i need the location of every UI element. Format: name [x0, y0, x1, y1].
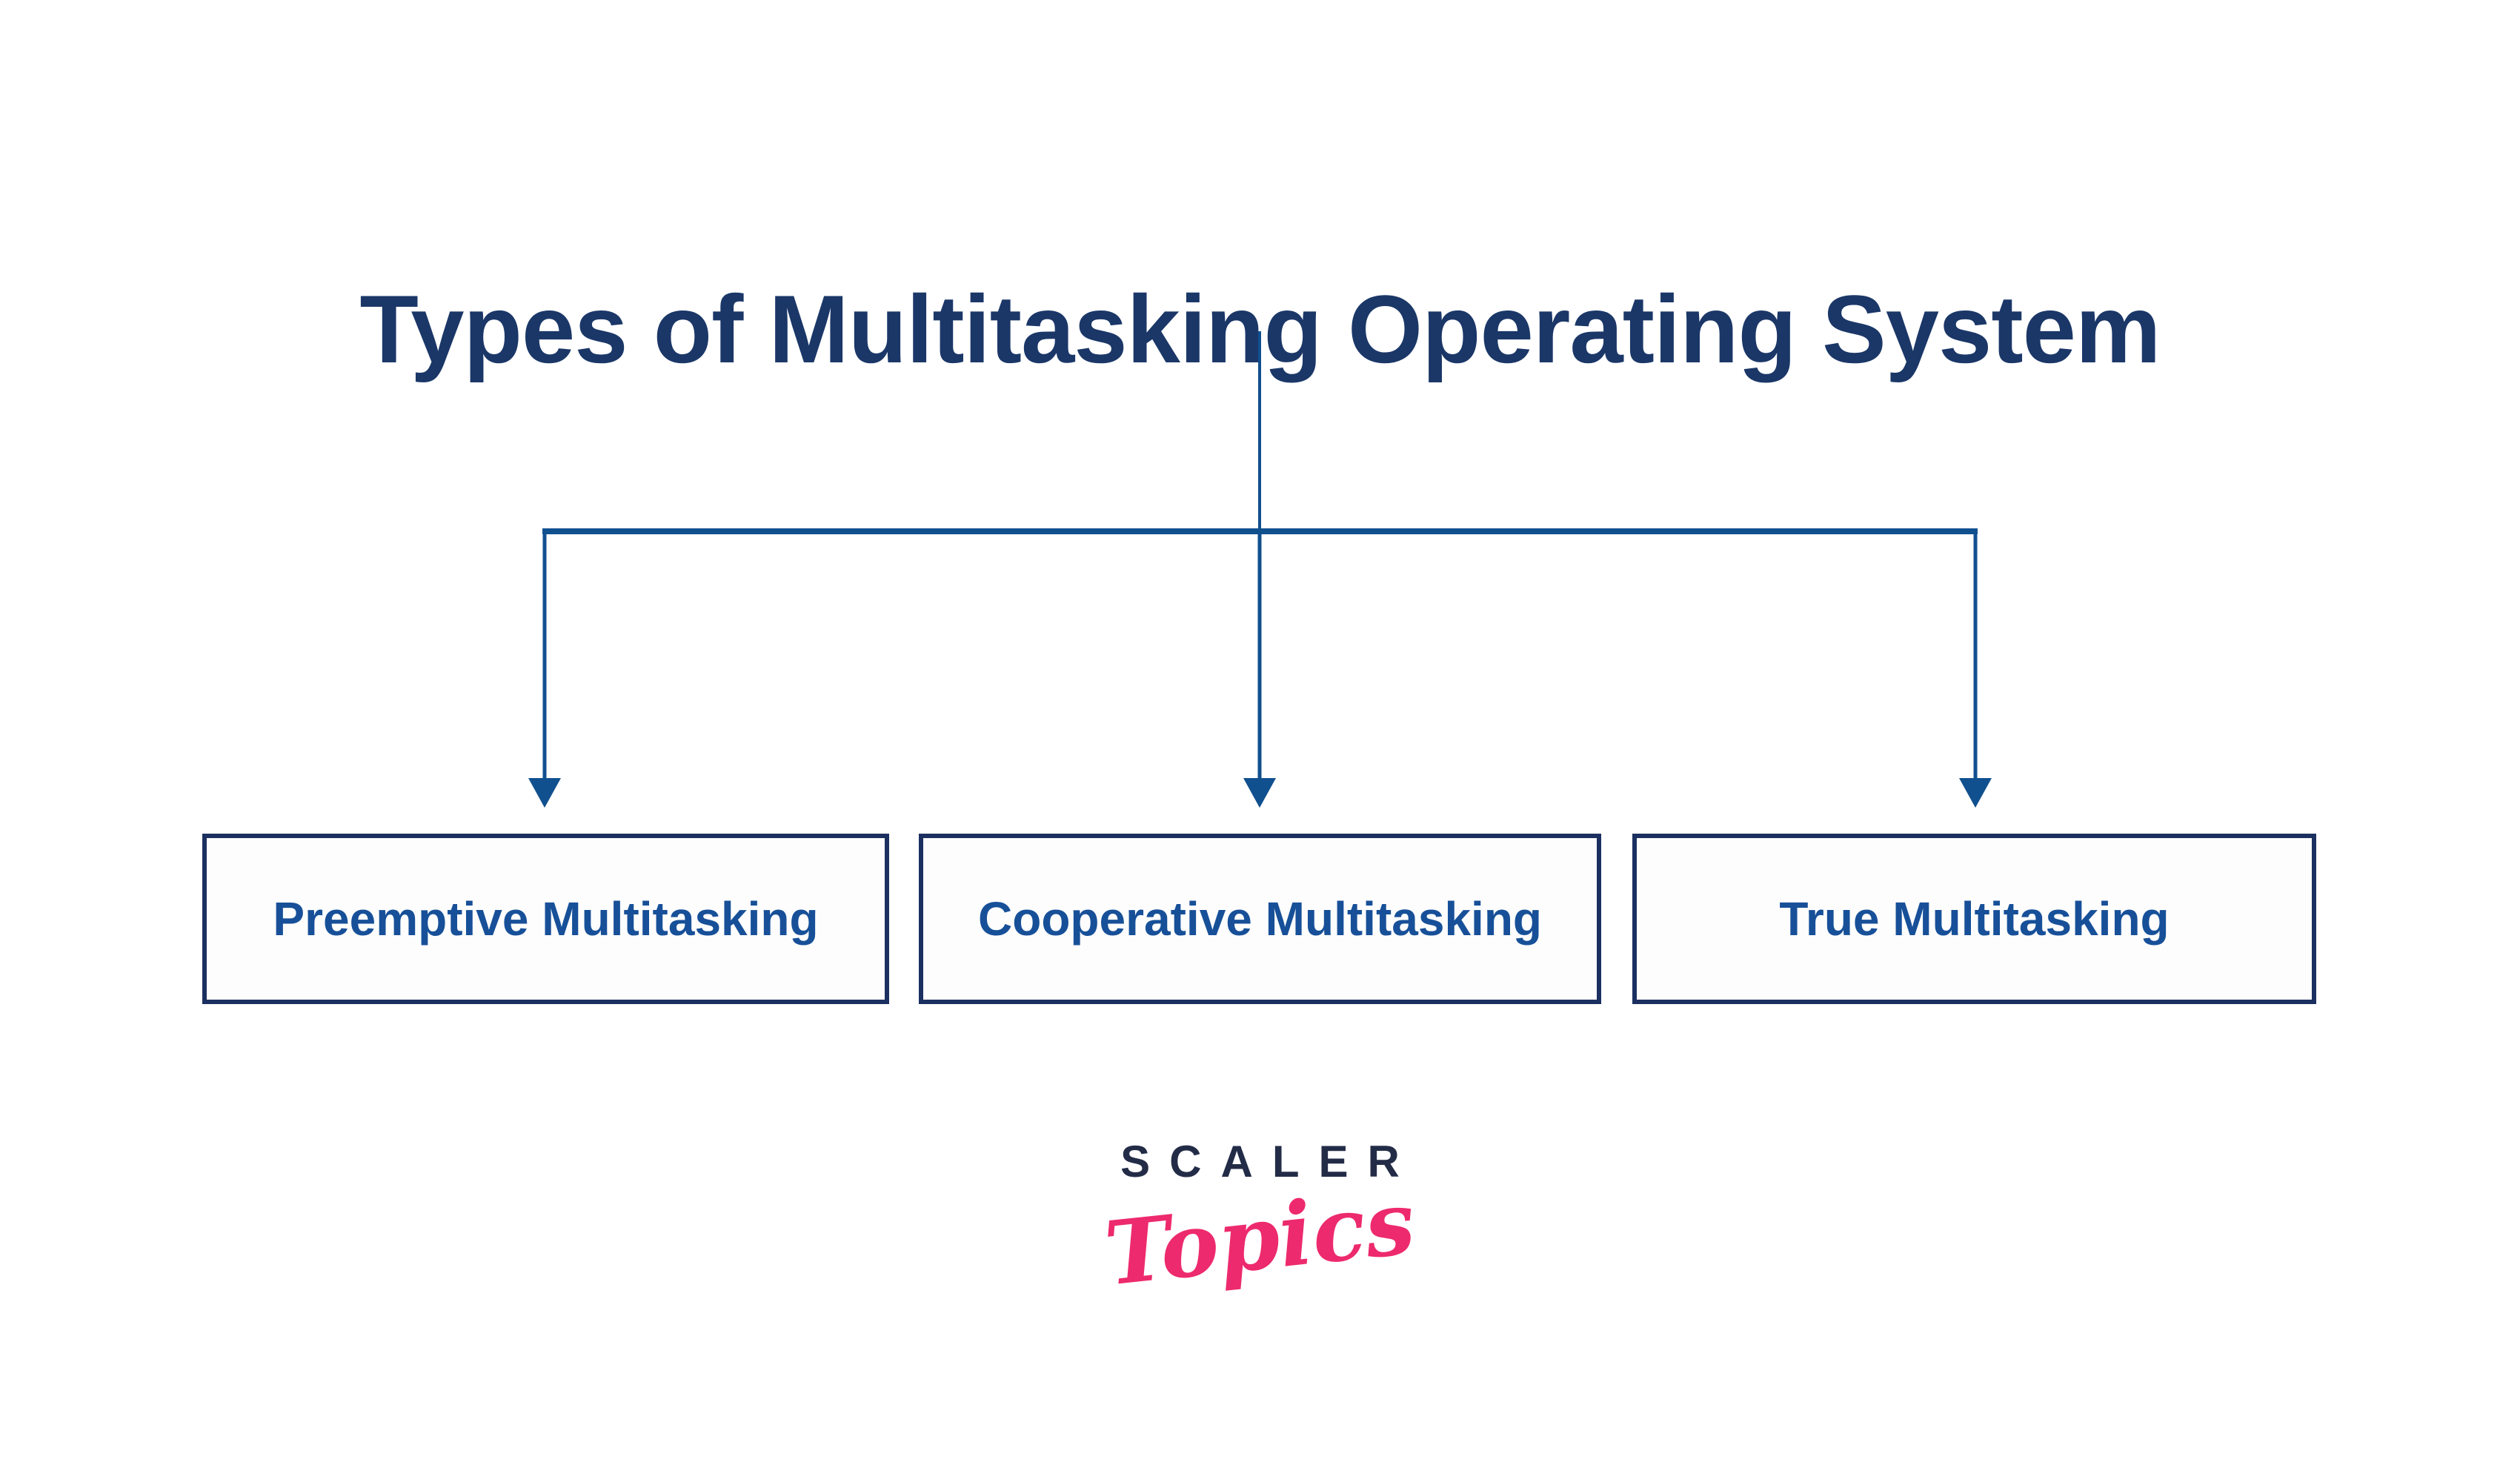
- box-cooperative-multitasking: Cooperative Multitasking: [919, 834, 1601, 1004]
- box-label: True Multitasking: [1779, 892, 2170, 946]
- logo-brand-text: SCALER: [1120, 1137, 1419, 1186]
- box-preemptive-multitasking: Preemptive Multitasking: [202, 834, 889, 1004]
- arrow-down-icon: [1243, 778, 1276, 808]
- scaler-topics-logo: SCALER Topics: [0, 1137, 2520, 1306]
- arrow-down-icon: [1959, 778, 1992, 808]
- box-true-multitasking: True Multitasking: [1632, 834, 2316, 1004]
- arrow-down-icon: [528, 778, 561, 808]
- logo-sub-text: Topics: [1100, 1170, 1420, 1306]
- box-label: Cooperative Multitasking: [978, 892, 1542, 946]
- box-label: Preemptive Multitasking: [273, 892, 819, 946]
